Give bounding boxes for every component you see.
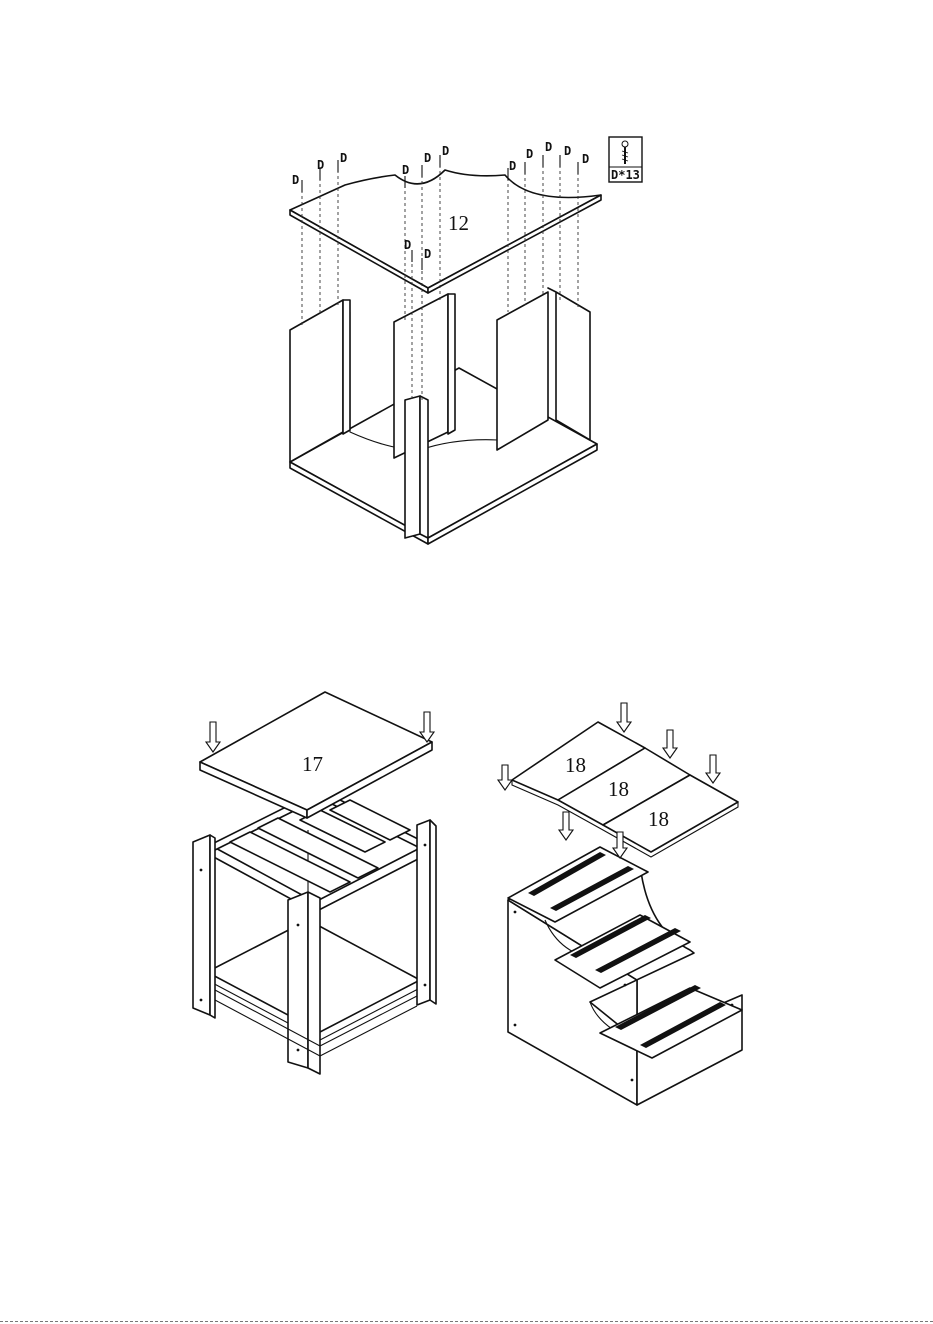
page-bottom-rule (0, 1321, 933, 1322)
screw-label-D: D (424, 247, 431, 261)
panel-label-18: 18 (648, 807, 669, 831)
top-panel-17: 17 (200, 692, 432, 818)
step-panels-18: 18 18 18 (512, 722, 738, 857)
screw-label-D: D (564, 144, 571, 158)
arrow-down-icon (663, 730, 677, 758)
screw-label-D: D (526, 147, 533, 161)
bottom-right-assembly-diagram: 18 18 18 (498, 703, 742, 1105)
screw-label-D: D (424, 151, 431, 165)
bottom-left-assembly-diagram: 17 (193, 692, 436, 1074)
arrow-down-icon (559, 812, 573, 840)
arrow-down-icon (498, 765, 512, 790)
screw-label-D: D (292, 173, 299, 187)
screw-label-D: D (317, 158, 324, 172)
screw-count-label: D*13 (611, 168, 640, 182)
screw-label-D: D (404, 238, 411, 252)
screw-label-D: D (509, 159, 516, 173)
screw-label-D: D (582, 152, 589, 166)
top-assembly-diagram: 12 D D D D D (290, 137, 642, 544)
arrow-down-icon (617, 703, 631, 732)
arrow-down-icon (706, 755, 720, 783)
arrow-down-icon (206, 722, 220, 752)
screw-label-D: D (442, 144, 449, 158)
top-panel-12: 12 (290, 170, 601, 293)
screw-label-D: D (402, 163, 409, 177)
front-post (405, 396, 428, 538)
panel-label-18: 18 (608, 777, 629, 801)
panel-label-17: 17 (302, 752, 323, 776)
screw-label-D: D (545, 140, 552, 154)
screw-count-box: D*13 (609, 137, 642, 182)
screw-label-D: D (340, 151, 347, 165)
panel-label-18: 18 (565, 753, 586, 777)
panel-label-12: 12 (448, 211, 469, 235)
